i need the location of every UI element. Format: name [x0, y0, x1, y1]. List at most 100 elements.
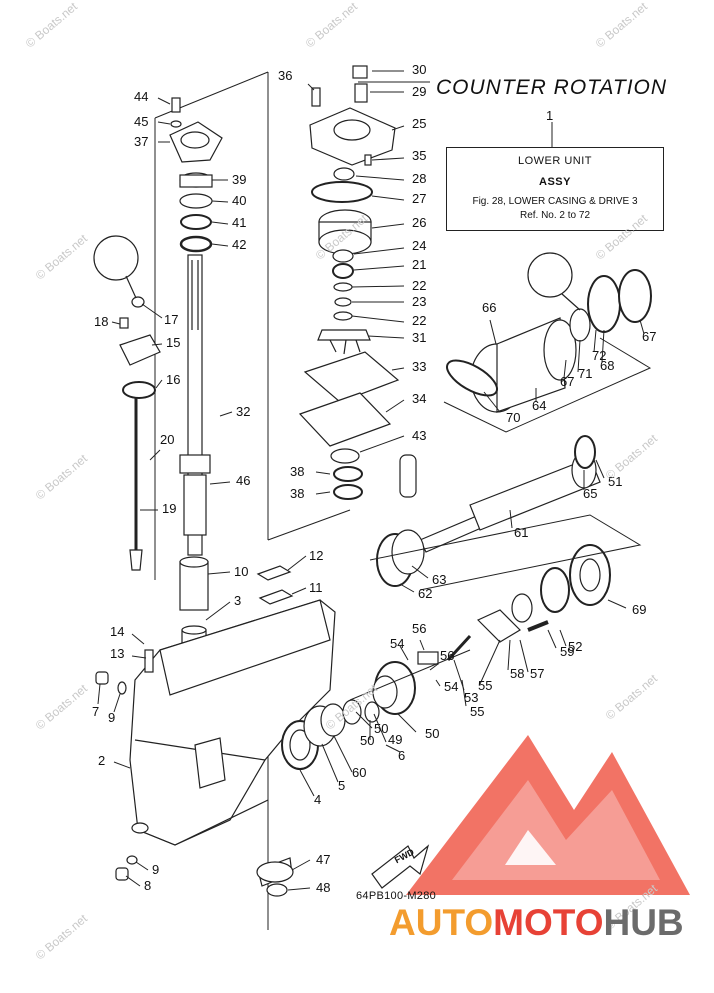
brand-logo: AUTOMOTOHUB [389, 902, 684, 944]
callout-21: 21 [412, 257, 426, 272]
callout-leader [507, 639, 511, 671]
callout-47: 47 [316, 852, 330, 867]
callout-61: 61 [514, 525, 528, 540]
callout-38: 38 [290, 464, 304, 479]
callout-9: 9 [152, 862, 159, 877]
callout-leader [291, 587, 307, 595]
callout-54: 54 [444, 679, 458, 694]
callout-leader [483, 391, 501, 413]
callout-64: 64 [532, 398, 546, 413]
callout-55: 55 [470, 704, 484, 719]
callout-22: 22 [412, 278, 426, 293]
callout-71: 71 [578, 366, 592, 381]
callout-59: 59 [560, 644, 574, 659]
callout-27: 27 [412, 191, 426, 206]
impeller-31 [317, 329, 371, 355]
outer-plate-33 [303, 351, 400, 403]
ref-box-line-4: Ref. No. 2 to 72 [519, 210, 591, 221]
callout-leader [315, 491, 331, 495]
callout-31: 31 [412, 330, 426, 345]
callout-leader [131, 655, 147, 659]
callout-leader [519, 639, 529, 673]
callout-37: 37 [134, 134, 148, 149]
callout-10: 10 [234, 564, 248, 579]
callout-leader [359, 435, 405, 453]
callout-leader [461, 679, 467, 707]
callout-leader [315, 471, 331, 475]
callout-29: 29 [412, 84, 426, 99]
callout-leader [489, 319, 497, 345]
callout-leader [155, 379, 163, 389]
callout-leader [209, 481, 231, 485]
callout-3: 3 [234, 593, 241, 608]
callout-leader [593, 329, 597, 353]
callout-leader [607, 599, 627, 609]
callout-leader [385, 744, 401, 753]
callout-48: 48 [316, 880, 330, 895]
callout-leader [353, 247, 405, 255]
callout-26: 26 [412, 215, 426, 230]
callout-leader [355, 175, 405, 181]
callout-54: 54 [390, 636, 404, 651]
callout-leader [287, 555, 307, 571]
ref-box-line-2: ASSY [539, 176, 571, 188]
callout-45: 45 [134, 114, 148, 129]
callout-leader [307, 83, 315, 91]
callout-28: 28 [412, 171, 426, 186]
callout-68: 68 [600, 358, 614, 373]
callout-65: 65 [583, 486, 597, 501]
callout-58: 58 [510, 666, 524, 681]
callout-67: 67 [560, 374, 574, 389]
callout-leader [479, 639, 501, 685]
callout-5: 5 [338, 778, 345, 793]
callout-66: 66 [482, 300, 496, 315]
callout-9: 9 [108, 710, 115, 725]
callout-leader [157, 97, 171, 105]
callout-leader [131, 633, 145, 645]
callout-57: 57 [530, 666, 544, 681]
callout-leader [371, 195, 405, 201]
brand-part-3: HUB [603, 902, 684, 943]
callout-56: 56 [412, 621, 426, 636]
callout-14: 14 [110, 624, 124, 639]
callout-leader [595, 459, 605, 479]
brand-part-1: AUTO [389, 902, 494, 943]
callout-leader [207, 571, 231, 575]
callout-19: 19 [162, 501, 176, 516]
callout-38: 38 [290, 486, 304, 501]
callout-2: 2 [98, 753, 105, 768]
callout-leader [149, 449, 161, 461]
callout-leader [399, 583, 415, 593]
callout-leader [291, 859, 311, 871]
callout-55: 55 [478, 678, 492, 693]
callout-leader [639, 319, 645, 335]
callout-leader [411, 565, 429, 579]
housing-37 [169, 121, 223, 163]
callout-leader [205, 601, 231, 621]
callout-60: 60 [352, 765, 366, 780]
callout-leader [547, 629, 557, 649]
callout-25: 25 [412, 116, 426, 131]
callout-leader [157, 121, 171, 125]
shift-rod-19 [129, 395, 143, 571]
callout-leader [367, 335, 405, 339]
callout-24: 24 [412, 238, 426, 253]
callout-leader [373, 713, 387, 743]
drawing-code: 64PB100-M280 [356, 890, 437, 902]
callout-leader [211, 200, 229, 203]
drive-shaft-46 [179, 254, 211, 556]
callout-67: 67 [642, 329, 656, 344]
callout-leader [509, 509, 513, 529]
propeller-shaft-51 [419, 451, 601, 553]
callout-62: 62 [418, 586, 432, 601]
callout-40: 40 [232, 193, 246, 208]
gasket-34 [298, 392, 392, 447]
reference-box: LOWER UNIT ASSY Fig. 28, LOWER CASING & … [446, 147, 664, 231]
callout-leader [429, 663, 439, 671]
ref-box-line-1: LOWER UNIT [517, 155, 593, 167]
callout-13: 13 [110, 646, 124, 661]
callout-leader [385, 399, 405, 413]
callout-leader [351, 315, 405, 323]
ref-box-line-3: Fig. 28, LOWER CASING & DRIVE 3 [472, 196, 638, 207]
